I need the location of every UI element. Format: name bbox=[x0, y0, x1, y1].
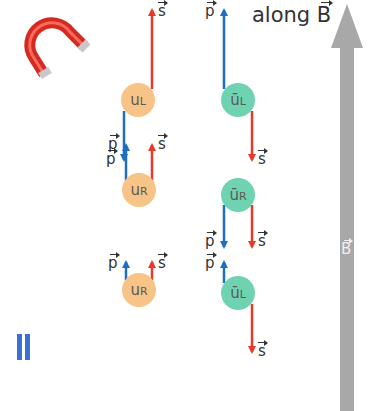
bar-icon bbox=[17, 334, 22, 360]
momentum-arrow bbox=[223, 205, 226, 247]
vector-label: s bbox=[158, 254, 166, 272]
vector-label: p bbox=[108, 135, 118, 153]
spin-arrow bbox=[251, 205, 254, 247]
field-label: B bbox=[341, 240, 351, 258]
particle-name: ūL bbox=[230, 284, 246, 302]
momentum-arrow bbox=[223, 262, 226, 283]
particle-name: uR bbox=[130, 181, 147, 199]
particle-circle: ūL bbox=[221, 83, 255, 117]
vector-label: s bbox=[158, 135, 166, 153]
momentum-arrow bbox=[125, 145, 128, 180]
field-arrow bbox=[331, 4, 363, 411]
particle-name: uR bbox=[130, 281, 147, 299]
vector-label: p bbox=[205, 2, 215, 20]
particle-circle: uL bbox=[121, 83, 155, 117]
particle-name: uL bbox=[130, 91, 146, 109]
vector-label: s bbox=[258, 150, 266, 168]
momentum-arrow bbox=[223, 10, 226, 89]
spin-arrow bbox=[251, 111, 254, 160]
heading-text: along B bbox=[252, 2, 331, 28]
vector-label: s bbox=[258, 342, 266, 360]
vector-label: p bbox=[108, 254, 118, 272]
particle-circle: ūR bbox=[221, 178, 255, 212]
bar-icon bbox=[25, 334, 30, 360]
particle-circle: uR bbox=[122, 273, 156, 307]
magnet-icon bbox=[30, 23, 88, 76]
particle-circle: ūL bbox=[221, 276, 255, 310]
vector-label: s bbox=[258, 232, 266, 250]
vector-label: p bbox=[205, 232, 215, 250]
spin-arrow bbox=[151, 145, 154, 180]
spin-arrow bbox=[251, 304, 254, 352]
vector-label: s bbox=[158, 2, 166, 20]
particle-name: ūR bbox=[229, 186, 246, 204]
vector-label: p bbox=[205, 254, 215, 272]
spin-arrow bbox=[151, 10, 154, 89]
particle-circle: uR bbox=[122, 173, 156, 207]
particle-name: ūL bbox=[230, 91, 246, 109]
